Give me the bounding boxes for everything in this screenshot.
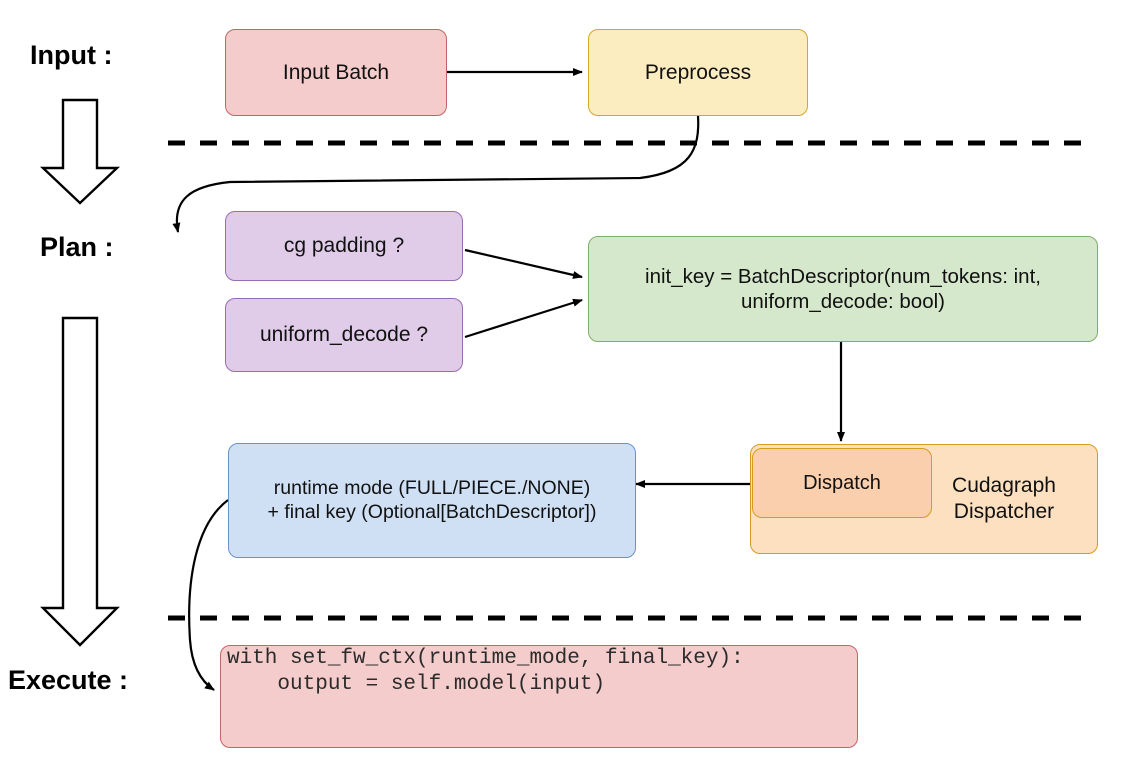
node-input-batch[interactable]: Input Batch — [225, 29, 447, 116]
node-input-batch-label: Input Batch — [282, 60, 390, 84]
node-dispatch-label: Dispatch — [803, 471, 881, 494]
node-execute-code[interactable]: with set_fw_ctx(runtime_mode, final_key)… — [220, 645, 858, 748]
node-runtime-mode-line1: runtime mode (FULL/PIECE./NONE) — [273, 476, 591, 499]
node-init-key-line2: uniform_decode: bool) — [741, 290, 945, 313]
stage-label-execute: Execute : — [8, 665, 129, 695]
node-init-key-line1: init_key = BatchDescriptor(num_tokens: i… — [645, 265, 1041, 288]
arrow-cg-padding-to-init-key — [464, 248, 583, 279]
node-preprocess[interactable]: Preprocess — [588, 29, 808, 116]
stage-label-input: Input : — [30, 40, 113, 70]
node-dispatch[interactable]: Dispatch — [752, 448, 932, 518]
node-uniform-decode[interactable]: uniform_decode ? — [225, 298, 463, 372]
node-runtime-mode-line2: + final key (Optional[BatchDescriptor]) — [267, 500, 597, 523]
node-execute-code-line2: output = self.model(input) — [227, 672, 606, 696]
node-preprocess-label: Preprocess — [644, 60, 752, 84]
node-execute-code-line1: with set_fw_ctx(runtime_mode, final_key)… — [227, 647, 744, 670]
node-runtime-mode[interactable]: runtime mode (FULL/PIECE./NONE) + final … — [228, 443, 636, 558]
arrow-uniform-decode-to-init-key — [464, 298, 583, 339]
stage-label-plan: Plan : — [40, 232, 114, 262]
node-init-key[interactable]: init_key = BatchDescriptor(num_tokens: i… — [588, 236, 1098, 342]
arrow-runtime-mode-to-execute-code — [188, 499, 229, 691]
stage-arrow-input-to-plan — [39, 98, 121, 205]
node-uniform-decode-label: uniform_decode ? — [259, 323, 429, 347]
arrow-preprocess-to-cg-padding — [172, 115, 700, 233]
node-cg-padding-label: cg padding ? — [283, 234, 405, 258]
node-cg-padding[interactable]: cg padding ? — [225, 211, 463, 281]
stage-arrow-plan-to-execute — [40, 316, 120, 647]
node-cudagraph-dispatcher-line2: Dispatcher — [953, 500, 1055, 523]
node-cudagraph-dispatcher-line1: Cudagraph — [952, 474, 1056, 498]
